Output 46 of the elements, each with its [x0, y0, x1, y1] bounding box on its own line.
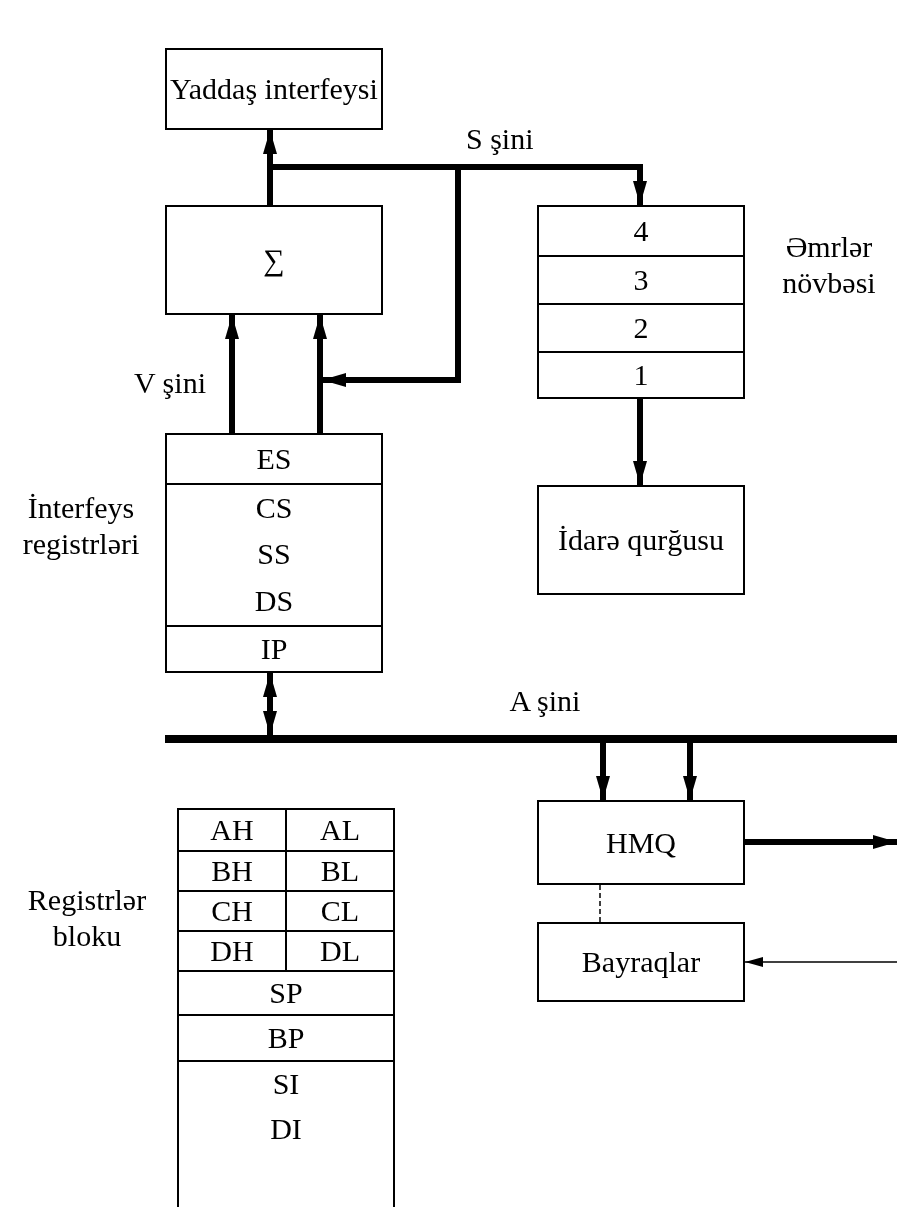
block-heading: Əmrlər növbəsi — [781, 229, 877, 301]
block-box — [537, 485, 745, 595]
arrow — [745, 835, 897, 849]
register-cell: AH — [179, 810, 287, 850]
arrow — [263, 673, 277, 735]
register-cell: BP — [179, 1014, 393, 1060]
register-cell: BH — [179, 850, 287, 890]
block-label: İdarə qurğusu — [558, 522, 724, 559]
register-cell: ES — [167, 435, 381, 483]
register-cell: 4 — [539, 207, 743, 255]
block-heading: A şini — [508, 683, 582, 719]
register-cell: 2 — [539, 303, 743, 351]
register-cell: SP — [179, 970, 393, 1014]
arrow — [683, 743, 697, 800]
register-cell: DS — [167, 577, 381, 625]
register-cell: 1 — [539, 351, 743, 397]
register-cell: DI — [179, 1106, 393, 1152]
block-label: HMQ — [606, 824, 676, 861]
register-cell: 3 — [539, 255, 743, 303]
register-cell: SI — [179, 1060, 393, 1106]
block-label: Bayraqlar — [581, 944, 701, 981]
block-box — [537, 800, 745, 885]
block-label: ∑ — [263, 242, 285, 279]
register-cell: CH — [179, 890, 287, 930]
arrow — [313, 315, 327, 433]
arrow — [633, 399, 647, 485]
block-heading: İnterfeys registrləri — [21, 490, 141, 562]
register-cell: IP — [167, 625, 381, 671]
arrow — [744, 957, 897, 967]
register-cell: DL — [287, 930, 393, 970]
block-box — [165, 48, 383, 130]
dashed-line — [599, 884, 601, 923]
block-label: Yaddaş interfeysi — [170, 71, 378, 108]
register-cell: AL — [287, 810, 393, 850]
arrow — [596, 743, 610, 800]
register-cell: DH — [179, 930, 287, 970]
register-cell: CS — [167, 483, 381, 531]
block-box — [165, 205, 383, 315]
block-heading: Registrlər bloku — [26, 882, 148, 954]
register-cell: BL — [287, 850, 393, 890]
register-cell: SS — [167, 531, 381, 577]
arrow — [267, 164, 647, 205]
block-box — [537, 922, 745, 1002]
register-cell: CL — [287, 890, 393, 930]
arrow — [225, 315, 239, 433]
arrow — [322, 167, 461, 387]
